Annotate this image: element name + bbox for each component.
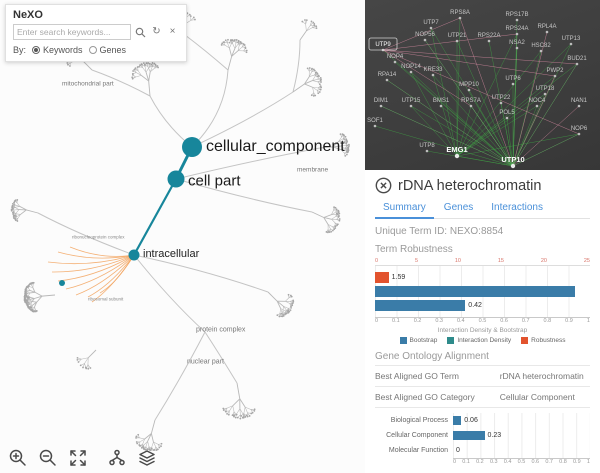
gene-node-label[interactable]: DIM1 [374, 98, 389, 104]
gene-node-label[interactable]: UTP6 [505, 76, 521, 82]
app-title: NeXO [13, 9, 43, 21]
gene-node-label[interactable]: RPS8A [450, 10, 470, 16]
gene-node-label[interactable]: KRE33 [423, 67, 443, 73]
go-category-value: Cellular Component [499, 392, 575, 402]
gene-node-label[interactable]: UTP8 [419, 143, 435, 149]
by-label: By: [13, 45, 27, 55]
genes-radio[interactable] [88, 46, 97, 54]
fit-to-screen-button[interactable] [67, 447, 88, 468]
search-input[interactable] [13, 24, 131, 40]
gene-node-label[interactable]: RPS24A [505, 26, 528, 32]
fit-to-screen-icon [69, 449, 86, 466]
gene-node-label[interactable]: RPA14 [378, 72, 397, 78]
gene-node-label[interactable]: UTP13 [562, 36, 581, 42]
bar-bootstrap [375, 286, 590, 297]
gene-node-label[interactable]: NAN1 [571, 98, 588, 104]
gene-node-label[interactable]: UTP15 [402, 98, 421, 104]
search-panel: NeXO ↻ × By: Keywords Genes [5, 4, 187, 62]
gene-node-label[interactable]: PWP2 [546, 68, 564, 74]
go-alignment-section-label: Gene Ontology Alignment [375, 351, 489, 362]
go-alignment-table: Best Aligned GO Term rDNA heterochromati… [375, 365, 590, 408]
gene-node-label[interactable]: EMG1 [446, 145, 467, 154]
gene-node-label[interactable]: BUD21 [567, 56, 587, 62]
unique-term-id: Unique Term ID: NEXO:8854 [375, 226, 504, 237]
keywords-radio-option[interactable]: Keywords [32, 45, 83, 55]
go-category-label: Best Aligned GO Category [375, 392, 475, 402]
zoom-out-icon [39, 449, 56, 466]
close-icon[interactable] [375, 177, 392, 194]
keywords-radio[interactable] [32, 46, 41, 54]
gene-node-label[interactable]: UTP22 [492, 95, 511, 101]
layers-icon [138, 449, 155, 466]
go-term-value: rDNA heterochromatin [499, 371, 584, 381]
layout-icon [108, 449, 125, 465]
gene-node-label[interactable]: NOP4 [387, 54, 404, 60]
table-row: Best Aligned GO Category Cellular Compon… [375, 386, 590, 407]
zoom-in-button[interactable] [7, 447, 28, 468]
gene-node-label[interactable]: UTP9 [375, 42, 391, 48]
bar-robustness: 1.59 [375, 272, 590, 283]
ontology-tree-canvas[interactable] [0, 0, 365, 473]
gene-node-label[interactable]: POL5 [499, 110, 515, 116]
detail-header: rDNA heterochromatin [375, 177, 590, 194]
gene-node-label[interactable]: UTP7 [423, 20, 439, 26]
gene-node-label[interactable]: NSA2 [509, 40, 525, 46]
search-icon[interactable] [134, 26, 147, 39]
tab-summary[interactable]: Summary [375, 199, 434, 219]
bar-interaction-density: 0.42 [375, 300, 590, 311]
view-toolbar [7, 447, 157, 468]
detail-tabs: Summary Genes Interactions [375, 199, 590, 219]
gene-node-label[interactable]: UTP10 [501, 155, 524, 164]
layers-button[interactable] [136, 447, 157, 468]
gene-node-label[interactable]: UTP21 [448, 33, 467, 39]
gene-node-label[interactable]: SOF1 [367, 118, 383, 124]
term-detail-panel: rDNA heterochromatin Summary Genes Inter… [365, 170, 600, 473]
genes-radio-option[interactable]: Genes [88, 45, 127, 55]
layout-button[interactable] [106, 447, 127, 468]
gene-node-label[interactable]: RPS17B [505, 12, 528, 18]
table-row: Best Aligned GO Term rDNA heterochromati… [375, 365, 590, 386]
genes-label: Genes [99, 45, 127, 55]
search-mode-row: By: Keywords Genes [13, 45, 179, 55]
gene-node-label[interactable]: MPP10 [459, 82, 479, 88]
reset-icon[interactable]: ↻ [152, 26, 161, 37]
clear-icon[interactable]: × [169, 26, 176, 37]
gene-node-label[interactable]: NOP14 [401, 64, 421, 70]
robustness-section-label: Term Robustness [375, 244, 453, 255]
term-title: rDNA heterochromatin [398, 177, 542, 194]
gene-node-label[interactable]: BMS1 [433, 98, 450, 104]
gene-node-label[interactable]: NOP56 [415, 32, 435, 38]
gene-node-label[interactable]: UTP18 [536, 86, 555, 92]
gene-node-label[interactable]: RPS22A [477, 33, 500, 39]
go-term-label: Best Aligned GO Term [375, 371, 459, 381]
zoom-in-icon [9, 449, 26, 466]
gene-node-label[interactable]: HSC82 [531, 43, 551, 49]
gene-node-label[interactable]: NOC4 [529, 98, 546, 104]
tab-genes[interactable]: Genes [443, 202, 474, 213]
tab-interactions[interactable]: Interactions [491, 202, 543, 213]
robustness-axis-label: Interaction Density & Bootstrap [437, 327, 528, 334]
gene-node-label[interactable]: RPL4A [537, 24, 556, 30]
gene-node-label[interactable]: RPS7A [461, 98, 481, 104]
zoom-out-button[interactable] [37, 447, 58, 468]
gene-node-label[interactable]: NOP6 [571, 126, 588, 132]
keywords-label: Keywords [43, 45, 83, 55]
